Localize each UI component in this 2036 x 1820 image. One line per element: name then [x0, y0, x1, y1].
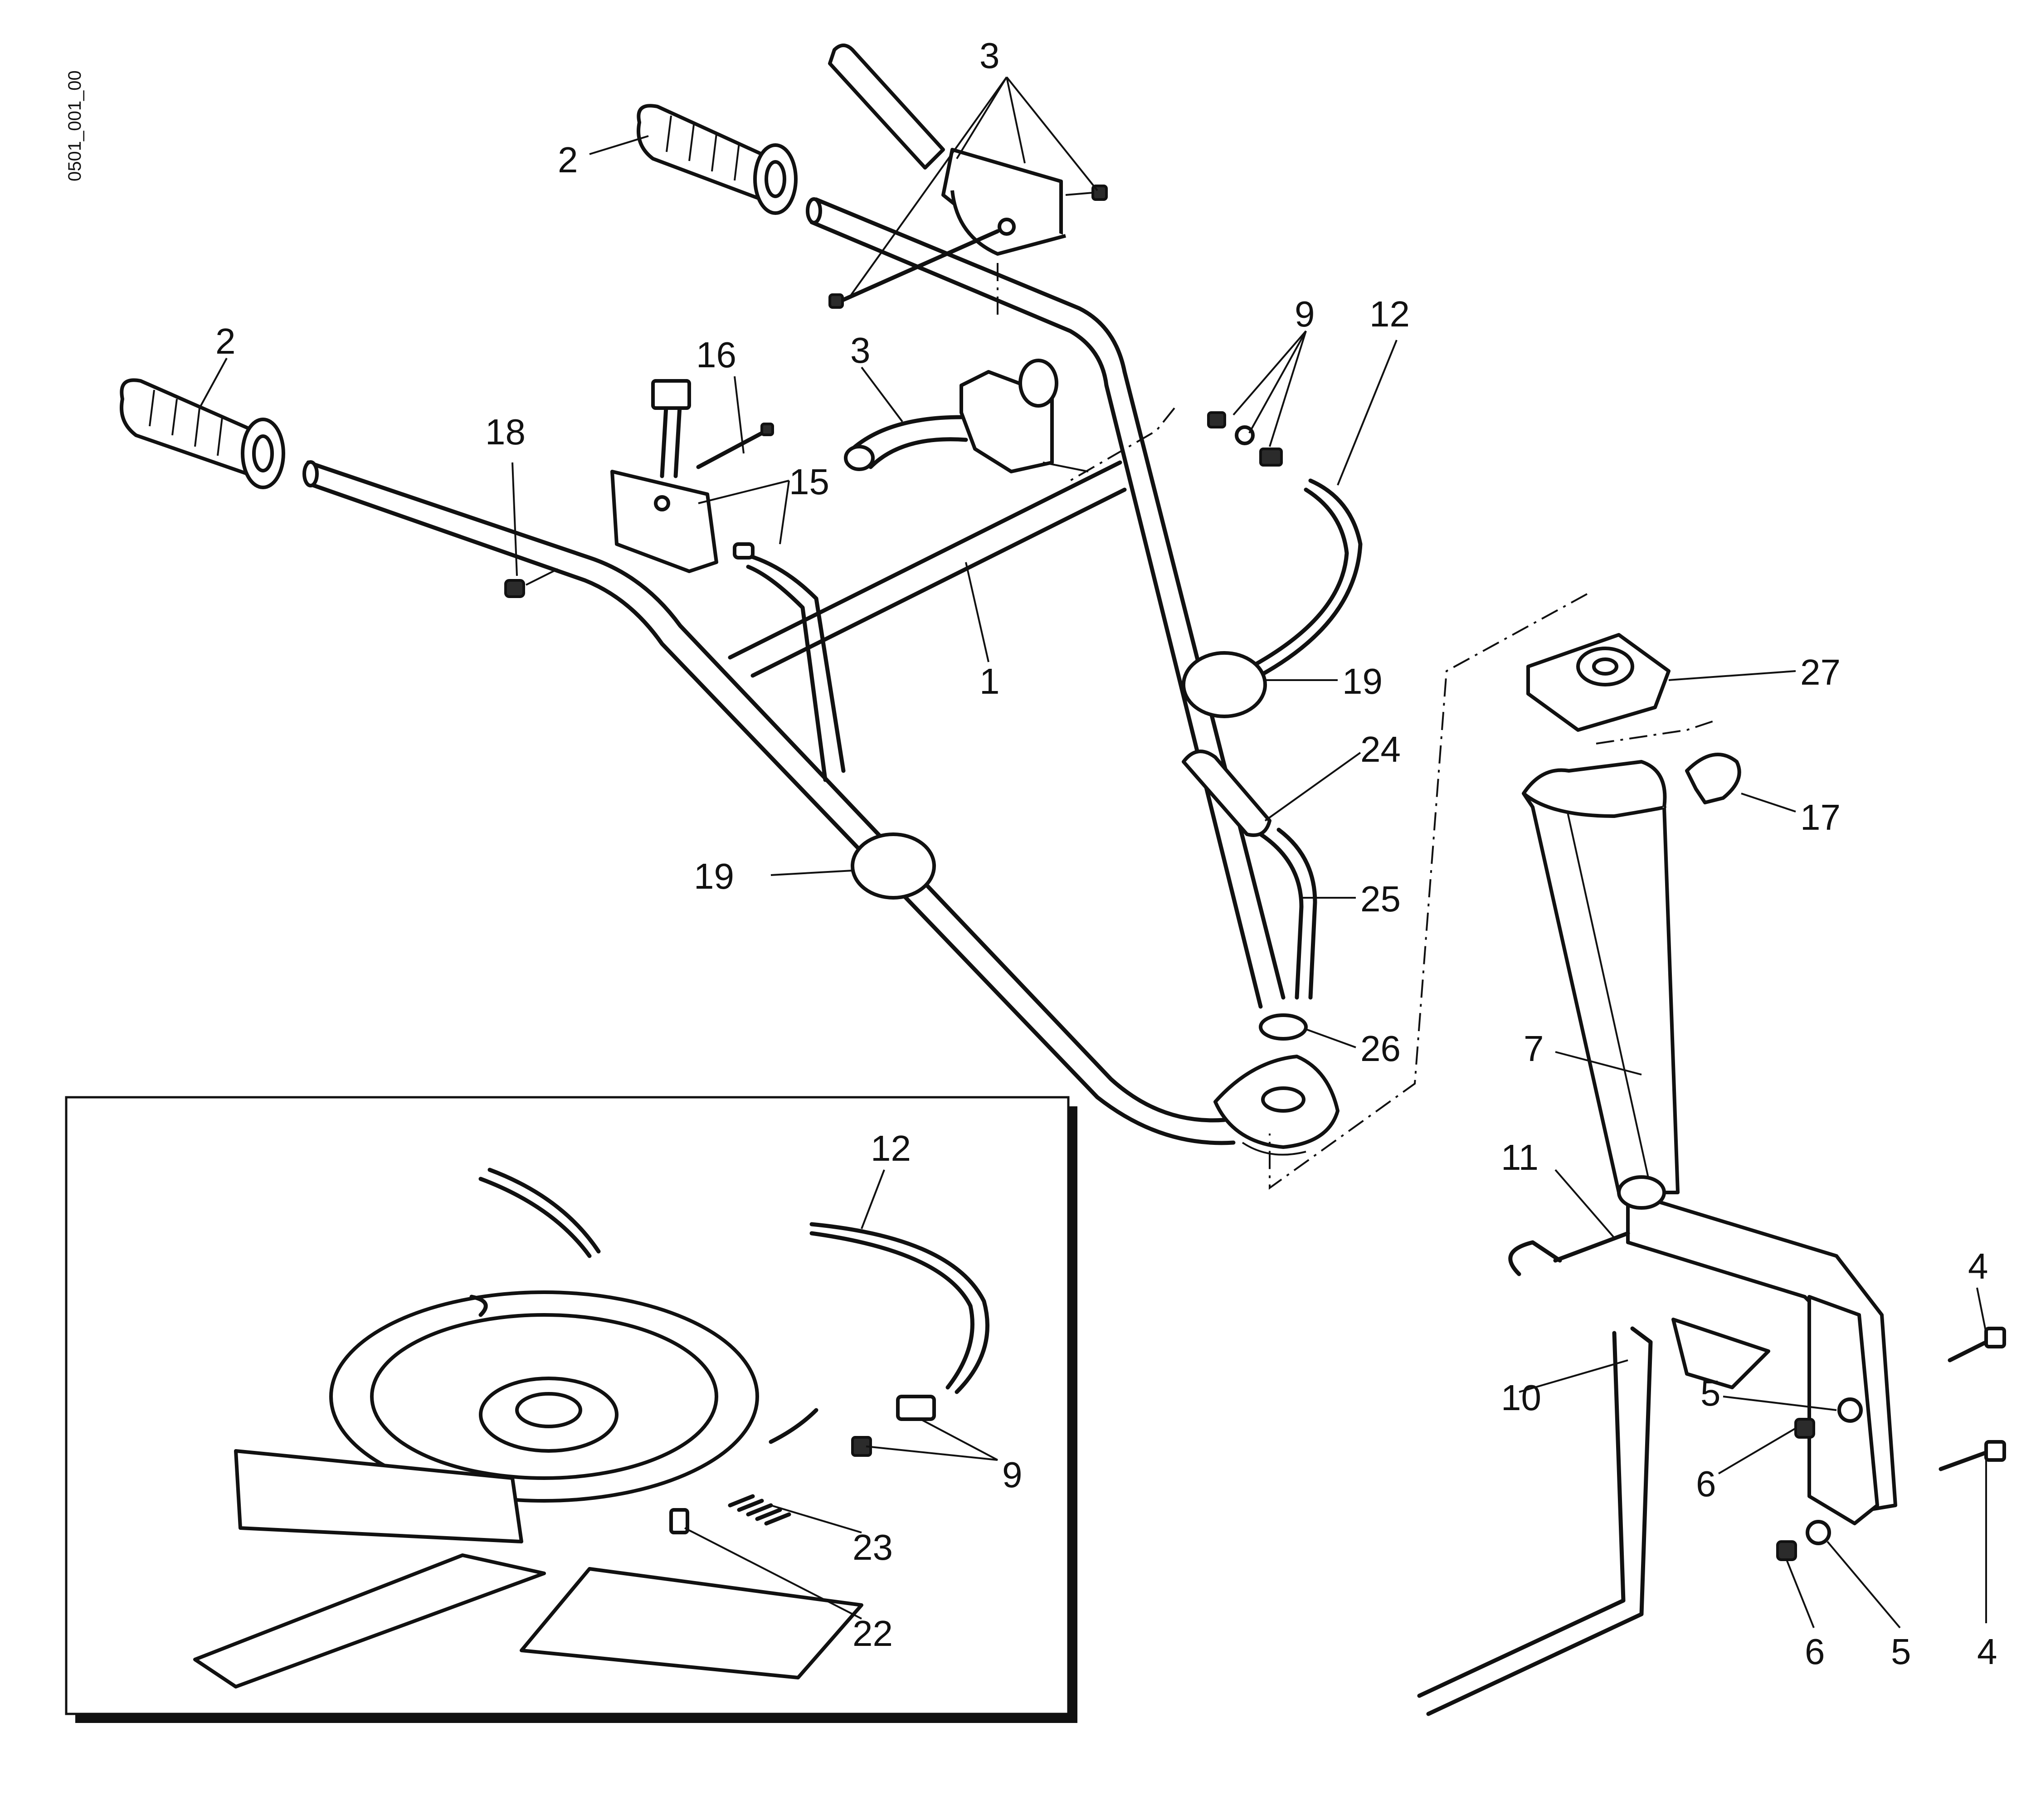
nut-18 — [504, 579, 525, 598]
callout-1: 1 — [979, 661, 1000, 701]
drawing-code: 0501_001_00 — [65, 70, 85, 181]
callout-3-top: 3 — [979, 35, 1000, 76]
callout-12-top: 12 — [1369, 294, 1410, 334]
callout-16: 16 — [696, 335, 736, 375]
clip-17 — [1685, 753, 1741, 804]
callout-11: 11 — [1501, 1137, 1539, 1178]
callout-17: 17 — [1800, 797, 1841, 837]
upper-lever-assembly — [828, 44, 1108, 309]
callout-4-top: 4 — [1968, 1246, 1988, 1286]
left-grip — [120, 378, 285, 489]
lower-lever-assembly — [844, 359, 1089, 473]
inset-detail — [65, 1096, 1077, 1723]
callout-6-bottom: 6 — [1805, 1631, 1825, 1672]
inset-cable-12 — [809, 1222, 989, 1394]
callout-23: 23 — [852, 1527, 893, 1567]
handlebar-frame — [302, 197, 1339, 1156]
callout-26: 26 — [1360, 1028, 1401, 1069]
clamp-19-left — [851, 832, 936, 900]
callout-19-right: 19 — [1342, 661, 1383, 701]
callout-6-top: 6 — [1696, 1464, 1716, 1504]
cable-12 — [1249, 478, 1363, 682]
callout-labels: 3 2 2 16 3 15 18 1 9 12 19 19 24 25 26 2… — [215, 35, 1997, 1672]
callout-18: 18 — [485, 412, 526, 452]
right-grip — [637, 104, 798, 215]
callout-5-top: 5 — [1700, 1373, 1721, 1413]
throttle-assembly — [610, 379, 846, 782]
adjuster-27 — [1526, 633, 1671, 732]
leader-lines — [199, 76, 1987, 1629]
callout-2-left: 2 — [215, 321, 236, 361]
hardware-4-5-6 — [1776, 1327, 2006, 1561]
callout-22: 22 — [852, 1613, 893, 1654]
bracket-assembly — [1617, 1175, 1897, 1525]
sleeve-24 — [1182, 749, 1271, 837]
callout-24: 24 — [1360, 729, 1401, 769]
callout-7: 7 — [1524, 1028, 1544, 1069]
callout-4-bottom: 4 — [1977, 1631, 1997, 1672]
callout-19-left: 19 — [694, 856, 734, 896]
callout-3-lower: 3 — [850, 330, 871, 370]
callout-10: 10 — [1501, 1377, 1541, 1418]
washer-26 — [1259, 1013, 1308, 1041]
callout-2-top: 2 — [558, 140, 578, 180]
callout-12-inset: 12 — [871, 1128, 911, 1168]
callout-15: 15 — [789, 462, 829, 502]
callout-5-bottom: 5 — [1891, 1631, 1911, 1672]
callout-25: 25 — [1360, 879, 1401, 919]
pipe-25 — [1258, 832, 1304, 1000]
callout-9-top: 9 — [1295, 294, 1315, 334]
clamp-19-right — [1182, 651, 1267, 718]
callout-27: 27 — [1800, 652, 1841, 692]
tube-10 — [1426, 1326, 1653, 1716]
callout-9-inset: 9 — [1002, 1455, 1023, 1495]
fitting-9 — [1207, 411, 1283, 467]
column-7 — [1522, 760, 1680, 1194]
pin-11 — [1553, 1231, 1630, 1263]
